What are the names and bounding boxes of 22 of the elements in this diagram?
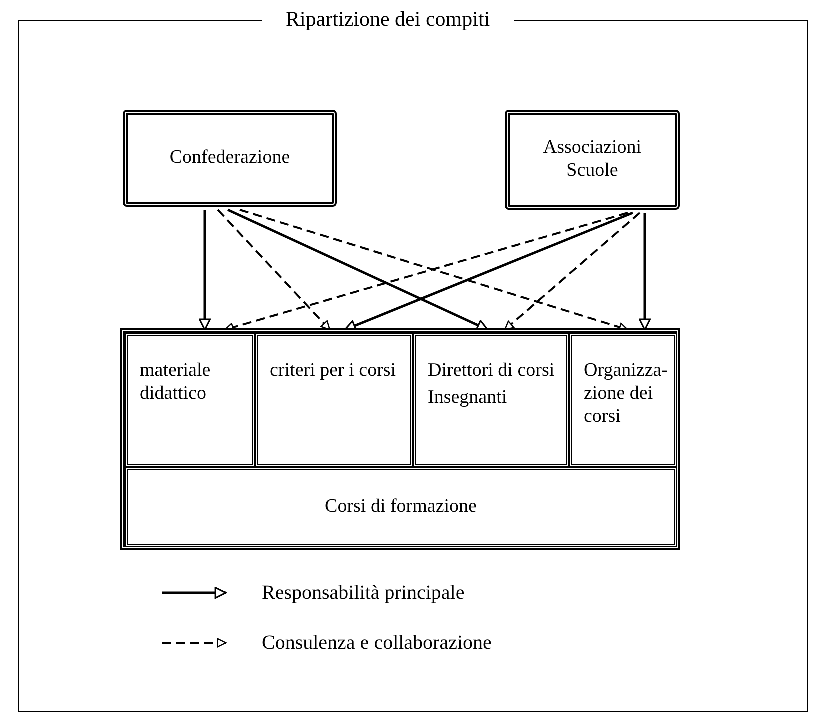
legend-label: Consulenza e collaborazione [262, 631, 492, 656]
legend-label: Responsabilità principale [262, 581, 465, 606]
node-label: Direttori di corsi [428, 360, 555, 383]
arrow [639, 213, 651, 331]
arrow [504, 212, 641, 331]
text-box [255, 333, 413, 467]
text-box [125, 467, 677, 547]
node-label: Confederazione [170, 147, 290, 170]
arrow [199, 210, 211, 331]
text-box [413, 333, 569, 467]
node-label: materiale didattico [140, 360, 212, 406]
text-box [125, 333, 255, 467]
text-box [123, 110, 337, 207]
node-label: Organizza- zione dei corsi [584, 360, 670, 428]
arrow [217, 209, 331, 331]
node-label: Corsi di formazione [325, 496, 477, 518]
node-label: criteri per i corsi [270, 360, 396, 383]
container-box [120, 328, 680, 550]
node-label: Insegnanti [428, 386, 508, 410]
text-box [505, 110, 680, 210]
node-label: Associazioni Scuole [542, 137, 643, 183]
text-box [569, 333, 677, 467]
